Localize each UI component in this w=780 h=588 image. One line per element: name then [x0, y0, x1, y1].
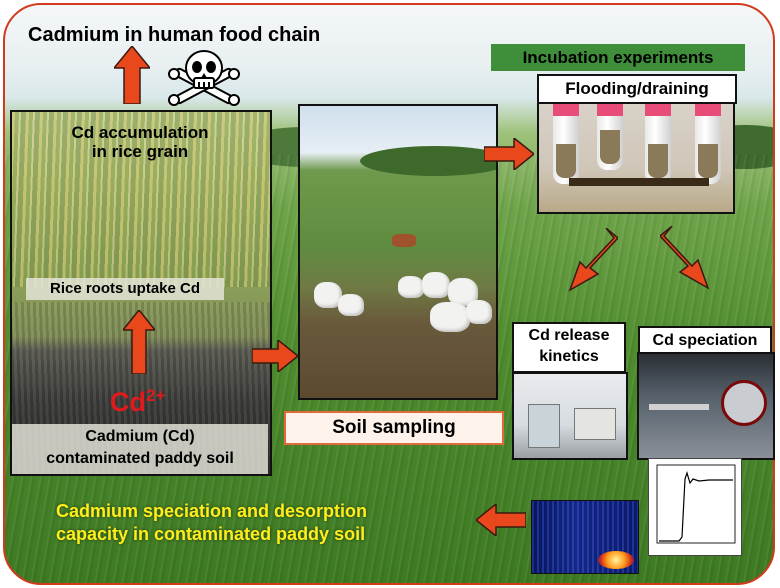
conclusion-line1: Cadmium speciation and desorption — [56, 501, 368, 521]
conclusion-line2: capacity in contaminated paddy soil — [56, 523, 366, 544]
release-apparatus-photo — [512, 372, 628, 460]
xas-spectrum-line — [659, 471, 733, 542]
incubation-header: Incubation experiments — [491, 44, 745, 71]
roots-uptake-label: Rice roots uptake Cd — [26, 278, 224, 300]
soil-bag — [398, 276, 424, 298]
soil-bag — [422, 272, 450, 298]
incubation-tube — [597, 104, 623, 170]
tube-rack — [569, 178, 709, 186]
incubation-tubes-photo — [537, 102, 735, 214]
instrument — [574, 408, 616, 440]
grain-label-line1: Cd accumulation — [71, 123, 209, 142]
contaminated-soil-label: Cadmium (Cd) contaminated paddy soil — [12, 424, 268, 474]
down-left-arrow-to-release — [568, 228, 618, 292]
release-kinetics-label: Cd release kinetics — [512, 322, 626, 373]
release-label-line2: kinetics — [539, 348, 599, 365]
soil-bag — [338, 294, 364, 316]
photo-trees — [360, 146, 496, 176]
grain-accumulation-label: Cd accumulation in rice grain — [40, 123, 240, 161]
soil-label-line2: contaminated paddy soil — [46, 450, 234, 467]
soil-label-line1: Cadmium (Cd) — [85, 428, 195, 445]
flask — [528, 404, 560, 448]
soil-sampling-photo — [298, 104, 498, 400]
speciation-heatmap-image — [531, 500, 639, 574]
rice-plants-image — [12, 112, 270, 287]
right-arrow-to-sampling — [252, 340, 298, 372]
down-right-arrow-to-speciation — [660, 226, 710, 290]
beam-pipe — [649, 404, 709, 410]
skull-crossbones-icon — [168, 50, 240, 106]
left-arrow-to-conclusion — [476, 504, 526, 536]
heatmap-hotspot — [598, 551, 634, 569]
soil-sampling-label: Soil sampling — [284, 411, 504, 445]
cd-ion-symbol: Cd2+ — [110, 386, 166, 417]
soil-bag — [314, 282, 342, 308]
xas-spectrum-chart — [648, 458, 742, 556]
soil-bag — [466, 300, 492, 324]
soil-bag — [430, 302, 470, 332]
incubation-tube — [695, 104, 721, 184]
conclusion-text: Cadmium speciation and desorption capaci… — [56, 500, 466, 545]
release-label-line1: Cd release — [528, 327, 610, 344]
xas-spectrum-plot — [656, 464, 736, 544]
flooding-draining-label: Flooding/draining — [537, 74, 737, 104]
incubation-tube — [553, 104, 579, 184]
food-chain-title: Cadmium in human food chain — [28, 24, 321, 46]
beamline-component — [721, 380, 767, 426]
up-arrow-to-title — [114, 46, 150, 104]
grain-label-line2: in rice grain — [91, 141, 189, 161]
incubation-tube — [645, 104, 671, 184]
up-arrow-roots — [123, 310, 155, 374]
cow-figure — [392, 234, 416, 247]
speciation-beamline-photo — [637, 352, 775, 460]
right-arrow-to-incubation — [484, 138, 534, 170]
